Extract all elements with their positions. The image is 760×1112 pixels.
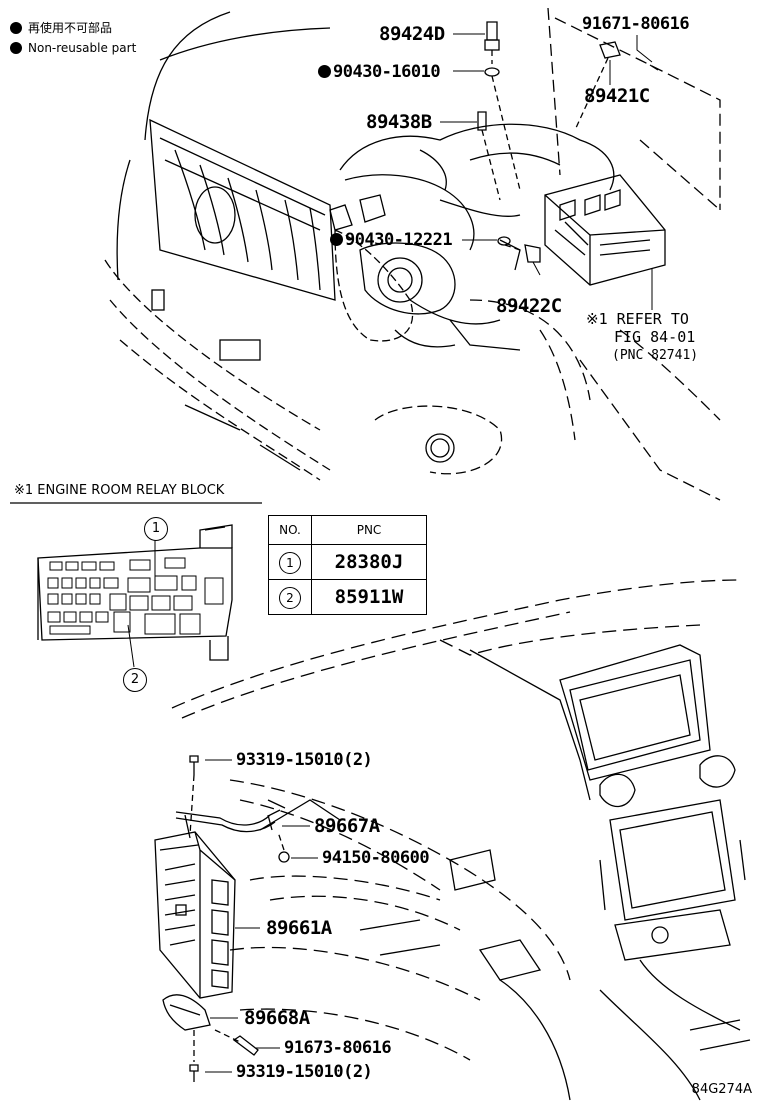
part-label: 89667A [314,815,380,837]
legend-item-non-reusable-jp: 再使用不可部品 [10,18,136,38]
callout-2: 2 [123,668,147,692]
part-label: 89438B [366,111,432,133]
row-no: 1 [268,544,312,580]
callout-1: 1 [144,517,168,541]
relay-block-title: ※1 ENGINE ROOM RELAY BLOCK [14,483,225,498]
part-label: 91671-80616 [582,14,690,34]
table-row: 2 85911W [268,579,427,615]
non-reusable-dot-icon [318,65,331,78]
legend: 再使用不可部品 Non-reusable part [10,18,136,58]
part-label: 94150-80600 [322,848,430,868]
refer-note-line1: ※1 REFER TO [586,310,689,328]
non-reusable-dot-icon [330,233,343,246]
part-label: 89422C [496,295,562,317]
part-label: 91673-80616 [284,1038,392,1058]
ecu-unit [154,831,236,999]
part-number: 90430-12221 [345,230,453,250]
table-row: 1 28380J [268,544,427,580]
refer-note-line3: (PNC 82741) [612,348,699,363]
legend-label: Non-reusable part [28,41,137,55]
part-label: 89661A [266,917,332,939]
filled-dot-icon [10,22,22,34]
row-number: 2 [279,587,301,609]
part-label-non-reusable: 90430-12221 [330,230,453,250]
part-label: 89424D [379,23,445,45]
engine-room-relay-block-drawing [10,502,262,668]
legend-item-non-reusable-en: Non-reusable part [10,38,136,58]
part-label: 93319-15010(2) [236,750,373,770]
part-label: 89668A [244,1007,310,1029]
part-label: 93319-15010(2) [236,1062,373,1082]
part-number: 90430-16010 [333,62,441,82]
header-no: NO. [268,515,312,545]
pnc-table-header: NO. PNC [268,515,427,545]
vehicle-front-drawing [104,7,721,501]
pnc-table: NO. PNC 1 28380J 2 85911W [268,515,427,615]
header-pnc: PNC [311,515,427,545]
legend-label: 再使用不可部品 [28,21,113,35]
row-number: 1 [279,552,301,574]
figure-id: 84G274A [691,1082,752,1097]
dashboard-drawing [154,579,751,1101]
part-label-non-reusable: 90430-16010 [318,62,441,82]
row-pnc: 28380J [311,544,427,580]
part-label: 89421C [584,85,650,107]
row-pnc: 85911W [311,579,427,615]
row-no: 2 [268,579,312,615]
filled-dot-icon [10,42,22,54]
refer-note-line2: FIG 84-01 [614,328,696,346]
